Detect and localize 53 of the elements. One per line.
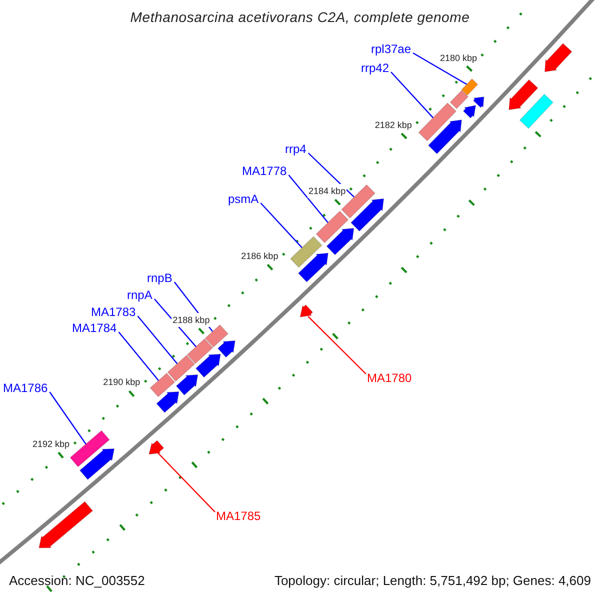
leader-line — [390, 72, 434, 118]
gene-label: MA1784 — [72, 321, 117, 335]
gene-feature — [167, 354, 196, 382]
gene-feature — [148, 440, 164, 455]
genome-info: Accession: NC_003552 — [9, 574, 145, 588]
leader-line — [260, 202, 302, 248]
genome-info: Topology: circular; Length: 5,751,492 bp; Genes: 4,609 — [274, 574, 591, 588]
gene-feature — [428, 119, 462, 154]
gene-feature — [326, 228, 354, 256]
gene-feature — [350, 198, 384, 232]
leader-line — [308, 152, 355, 198]
gene-feature — [79, 448, 115, 480]
gene-feature — [176, 374, 198, 396]
gene-feature — [38, 501, 94, 548]
gene-label: MA1778 — [242, 164, 287, 178]
gene-label: psmA — [228, 192, 259, 206]
gene-label: rrp4 — [285, 142, 306, 156]
gene-label: rrp42 — [361, 61, 390, 75]
leader-line — [288, 174, 328, 223]
gene-feature — [298, 252, 329, 282]
gene-label: MA1780 — [367, 371, 412, 385]
scale-label: 2188 kbp — [172, 312, 211, 327]
gene-feature — [290, 236, 322, 268]
leader-line — [158, 452, 216, 512]
gene-feature — [544, 42, 572, 72]
gene-feature — [204, 324, 229, 348]
gene-feature — [418, 102, 457, 142]
gene-feature — [508, 79, 538, 110]
gene-label: rnpB — [147, 271, 172, 285]
gene-label: rnpA — [127, 288, 152, 302]
gene-feature — [450, 90, 469, 110]
gene-label: MA1785 — [216, 509, 261, 523]
gene-feature — [519, 94, 554, 129]
gene-feature — [186, 338, 214, 364]
gene-feature — [70, 430, 110, 468]
leader-line — [412, 52, 468, 85]
gene-feature — [156, 391, 180, 414]
leader-line — [49, 392, 86, 444]
gene-label: rpl37ae — [371, 42, 412, 56]
gene-feature — [316, 210, 349, 244]
leader-line — [308, 316, 366, 374]
gene-feature — [150, 372, 176, 398]
gene-feature — [217, 340, 236, 358]
gene-feature — [195, 354, 221, 378]
gene-label: MA1783 — [91, 305, 136, 319]
title: Methanosarcina acetivorans C2A, complete genome — [130, 10, 470, 24]
gene-feature — [472, 96, 484, 108]
gene-label: MA1786 — [3, 381, 48, 395]
leader-line — [137, 316, 178, 364]
gene-feature — [462, 104, 476, 119]
gene-feature — [461, 78, 478, 96]
scale-label: 2184 kbp — [308, 184, 347, 198]
gene-feature — [300, 304, 314, 318]
